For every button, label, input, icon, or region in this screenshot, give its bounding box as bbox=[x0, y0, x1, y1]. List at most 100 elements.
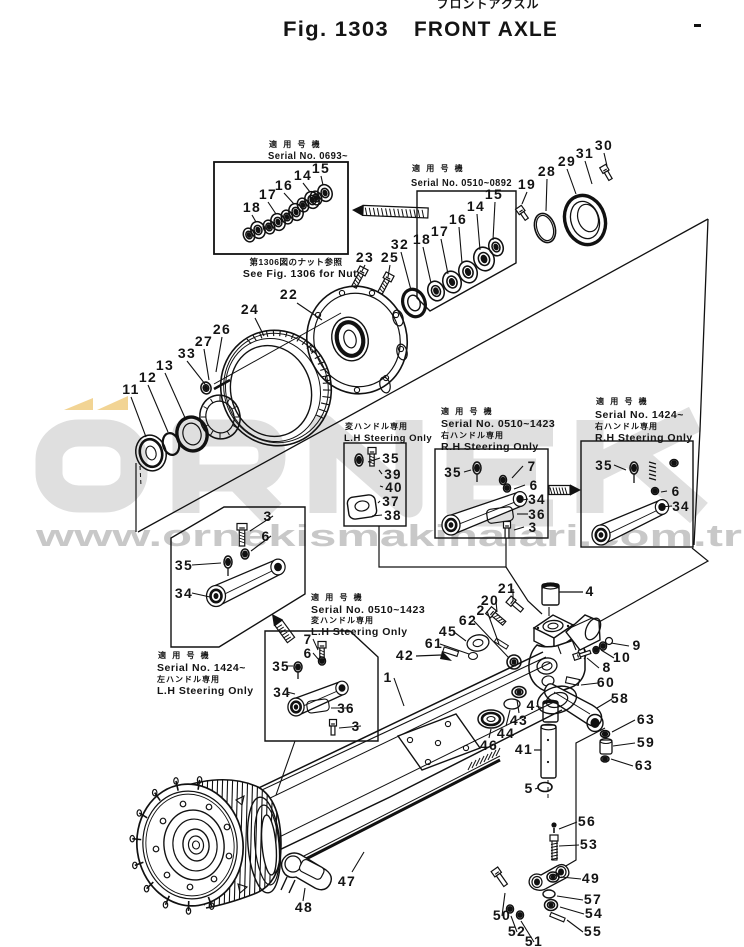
svg-text:34: 34 bbox=[175, 585, 193, 601]
svg-text:Serial No. 0693~: Serial No. 0693~ bbox=[268, 150, 348, 162]
svg-text:58: 58 bbox=[611, 690, 629, 706]
svg-text:5: 5 bbox=[524, 780, 533, 796]
svg-text:53: 53 bbox=[580, 836, 598, 852]
svg-text:4: 4 bbox=[526, 697, 535, 713]
svg-text:38: 38 bbox=[384, 508, 401, 523]
svg-text:4: 4 bbox=[585, 583, 594, 599]
svg-text:19: 19 bbox=[518, 176, 536, 192]
svg-text:16: 16 bbox=[449, 211, 467, 227]
svg-text:3: 3 bbox=[263, 508, 272, 524]
svg-text:1: 1 bbox=[383, 669, 392, 685]
svg-text:8: 8 bbox=[602, 659, 611, 675]
svg-text:26: 26 bbox=[213, 321, 231, 337]
svg-text:適 用 号 機: 適 用 号 機 bbox=[158, 650, 211, 660]
svg-text:14: 14 bbox=[467, 198, 485, 214]
svg-text:9: 9 bbox=[632, 637, 641, 653]
svg-text:6: 6 bbox=[672, 484, 681, 499]
svg-text:適 用 号 機: 適 用 号 機 bbox=[441, 406, 494, 416]
svg-text:24: 24 bbox=[241, 301, 259, 317]
svg-text:50: 50 bbox=[493, 907, 511, 923]
svg-text:Serial No. 0510~1423: Serial No. 0510~1423 bbox=[311, 604, 425, 616]
svg-text:54: 54 bbox=[585, 905, 603, 921]
svg-text:55: 55 bbox=[584, 923, 602, 939]
svg-text:左ハンドル専用: 左ハンドル専用 bbox=[156, 674, 220, 684]
svg-text:フロントアクスル: フロントアクスル bbox=[436, 0, 539, 11]
svg-text:Serial No. 1424~: Serial No. 1424~ bbox=[595, 409, 684, 421]
svg-text:16: 16 bbox=[275, 177, 293, 193]
svg-text:35: 35 bbox=[444, 465, 461, 480]
svg-text:21: 21 bbox=[498, 580, 516, 596]
svg-text:40: 40 bbox=[385, 480, 402, 495]
svg-text:14: 14 bbox=[294, 167, 312, 183]
svg-text:R.H Steering Only: R.H Steering Only bbox=[595, 432, 693, 444]
svg-text:17: 17 bbox=[259, 186, 277, 202]
svg-text:56: 56 bbox=[578, 813, 596, 829]
svg-text:33: 33 bbox=[178, 345, 196, 361]
svg-text:Serial No. 1424~: Serial No. 1424~ bbox=[157, 662, 246, 674]
svg-text:11: 11 bbox=[122, 381, 139, 397]
svg-text:変ハンドル専用: 変ハンドル専用 bbox=[311, 615, 374, 625]
svg-text:第1306図のナット参照: 第1306図のナット参照 bbox=[250, 257, 343, 267]
svg-text:See Fig. 1306 for Nut: See Fig. 1306 for Nut bbox=[243, 268, 357, 280]
svg-text:30: 30 bbox=[595, 137, 613, 153]
svg-text:L.H Steering Only: L.H Steering Only bbox=[157, 685, 254, 697]
svg-text:12: 12 bbox=[139, 369, 157, 385]
svg-text:35: 35 bbox=[175, 557, 193, 573]
svg-text:47: 47 bbox=[338, 873, 356, 889]
svg-text:29: 29 bbox=[558, 153, 576, 169]
svg-text:36: 36 bbox=[528, 507, 545, 522]
svg-text:13: 13 bbox=[156, 357, 174, 373]
svg-text:61: 61 bbox=[425, 635, 443, 651]
svg-text:42: 42 bbox=[396, 647, 414, 663]
svg-text:Serial No. 0510~0892: Serial No. 0510~0892 bbox=[411, 177, 512, 189]
svg-text:Serial No. 0510~1423: Serial No. 0510~1423 bbox=[441, 418, 555, 430]
svg-text:59: 59 bbox=[637, 734, 655, 750]
svg-text:31: 31 bbox=[576, 145, 594, 161]
svg-text:63: 63 bbox=[637, 711, 655, 727]
svg-text:28: 28 bbox=[538, 163, 556, 179]
svg-text:39: 39 bbox=[384, 467, 401, 482]
svg-text:Fig. 1303: Fig. 1303 bbox=[283, 18, 389, 41]
svg-text:18: 18 bbox=[413, 231, 431, 247]
svg-text:35: 35 bbox=[382, 451, 399, 466]
svg-text:6: 6 bbox=[304, 646, 313, 661]
svg-text:62: 62 bbox=[459, 612, 477, 628]
svg-text:2: 2 bbox=[476, 602, 485, 618]
svg-text:35: 35 bbox=[272, 659, 289, 674]
svg-text:L.H Steering Only: L.H Steering Only bbox=[344, 433, 432, 444]
svg-text:34: 34 bbox=[528, 492, 545, 507]
svg-text:FRONT AXLE: FRONT AXLE bbox=[414, 18, 558, 41]
svg-text:35: 35 bbox=[595, 458, 612, 473]
svg-text:15: 15 bbox=[485, 186, 503, 202]
svg-text:41: 41 bbox=[515, 741, 533, 757]
svg-text:L.H Steering Only: L.H Steering Only bbox=[311, 626, 408, 638]
svg-text:22: 22 bbox=[280, 286, 298, 302]
svg-text:右ハンドル専用: 右ハンドル専用 bbox=[594, 421, 658, 431]
svg-text:25: 25 bbox=[381, 249, 399, 265]
svg-text:適 用 号 機: 適 用 号 機 bbox=[269, 139, 322, 149]
svg-text:17: 17 bbox=[431, 223, 449, 239]
svg-text:37: 37 bbox=[382, 494, 399, 509]
svg-text:34: 34 bbox=[273, 685, 290, 700]
svg-text:18: 18 bbox=[243, 199, 261, 215]
svg-text:右ハンドル専用: 右ハンドル専用 bbox=[440, 430, 504, 440]
svg-text:49: 49 bbox=[582, 870, 600, 886]
svg-text:適 用 号 機: 適 用 号 機 bbox=[311, 592, 364, 602]
svg-text:適 用 号 機: 適 用 号 機 bbox=[412, 163, 465, 173]
svg-text:51: 51 bbox=[525, 933, 543, 947]
svg-text:45: 45 bbox=[439, 623, 457, 639]
svg-text:23: 23 bbox=[356, 249, 374, 265]
svg-text:変ハンドル専用: 変ハンドル専用 bbox=[345, 421, 408, 431]
svg-text:32: 32 bbox=[391, 236, 409, 252]
svg-text:3: 3 bbox=[529, 520, 538, 535]
svg-text:27: 27 bbox=[195, 333, 213, 349]
svg-text:15: 15 bbox=[312, 160, 330, 176]
svg-text:適 用 号 機: 適 用 号 機 bbox=[596, 396, 649, 406]
svg-text:6: 6 bbox=[530, 478, 539, 493]
svg-text:R.H Steering Only: R.H Steering Only bbox=[441, 441, 539, 453]
svg-text:7: 7 bbox=[528, 459, 537, 474]
svg-text:57: 57 bbox=[584, 891, 602, 907]
svg-text:20: 20 bbox=[481, 592, 499, 608]
svg-text:6: 6 bbox=[261, 528, 270, 544]
svg-text:60: 60 bbox=[597, 674, 615, 690]
